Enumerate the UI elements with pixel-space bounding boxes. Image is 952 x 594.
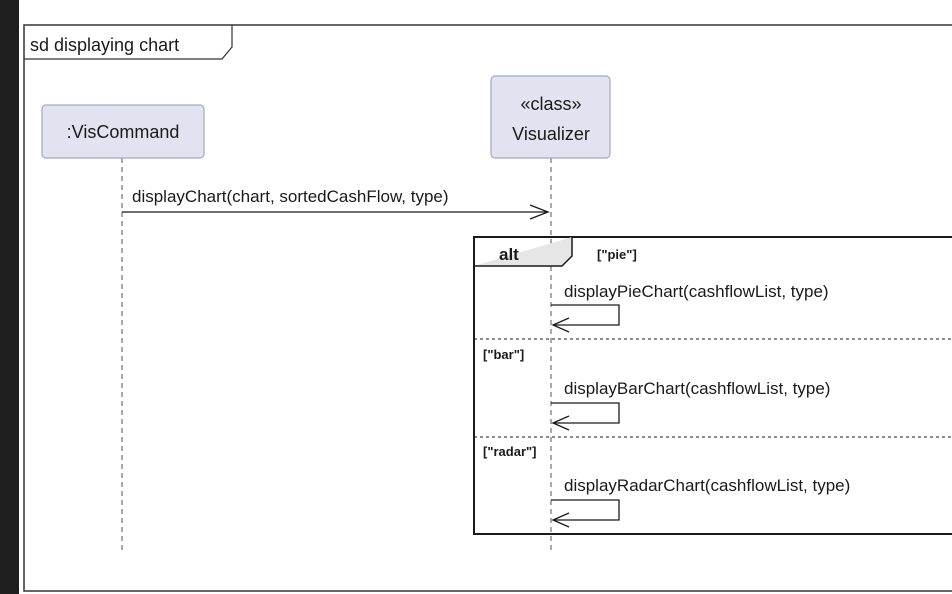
arrowhead-icon (529, 204, 550, 220)
left-dark-edge (0, 0, 19, 594)
arrowhead-icon (551, 317, 570, 333)
alt-keyword: alt (499, 245, 519, 264)
alt-tab (474, 237, 573, 267)
participant-visualizer: «class» Visualizer (490, 75, 611, 159)
alt-guard-bar: ["bar"] (483, 347, 524, 362)
self-message-pie: displayPieChart(cashflowList, type) (551, 282, 829, 333)
alt-guard-pie: ["pie"] (597, 247, 637, 262)
diagram-frame (23, 24, 952, 592)
self-message-bar-label: displayBarChart(cashflowList, type) (564, 379, 830, 398)
message-display-chart-label: displayChart(chart, sortedCashFlow, type… (132, 187, 449, 206)
participant-viscommand: :VisCommand (41, 104, 205, 159)
arrowhead-icon (551, 512, 570, 528)
frame-tab (24, 25, 233, 60)
participant-visualizer-label: Visualizer (512, 124, 590, 144)
frame-label: sd displaying chart (30, 35, 179, 55)
self-message-radar-label: displayRadarChart(cashflowList, type) (564, 476, 850, 495)
message-display-chart: displayChart(chart, sortedCashFlow, type… (122, 187, 550, 220)
alt-fragment: alt ["pie"] ["bar"] ["radar"] (473, 236, 952, 535)
self-message-bar: displayBarChart(cashflowList, type) (551, 379, 830, 431)
self-message-pie-label: displayPieChart(cashflowList, type) (564, 282, 829, 301)
arrowhead-icon (551, 415, 570, 431)
self-message-radar: displayRadarChart(cashflowList, type) (551, 476, 850, 528)
participant-viscommand-label: :VisCommand (67, 122, 180, 142)
alt-guard-radar: ["radar"] (483, 444, 537, 459)
participant-visualizer-stereotype: «class» (520, 94, 581, 114)
